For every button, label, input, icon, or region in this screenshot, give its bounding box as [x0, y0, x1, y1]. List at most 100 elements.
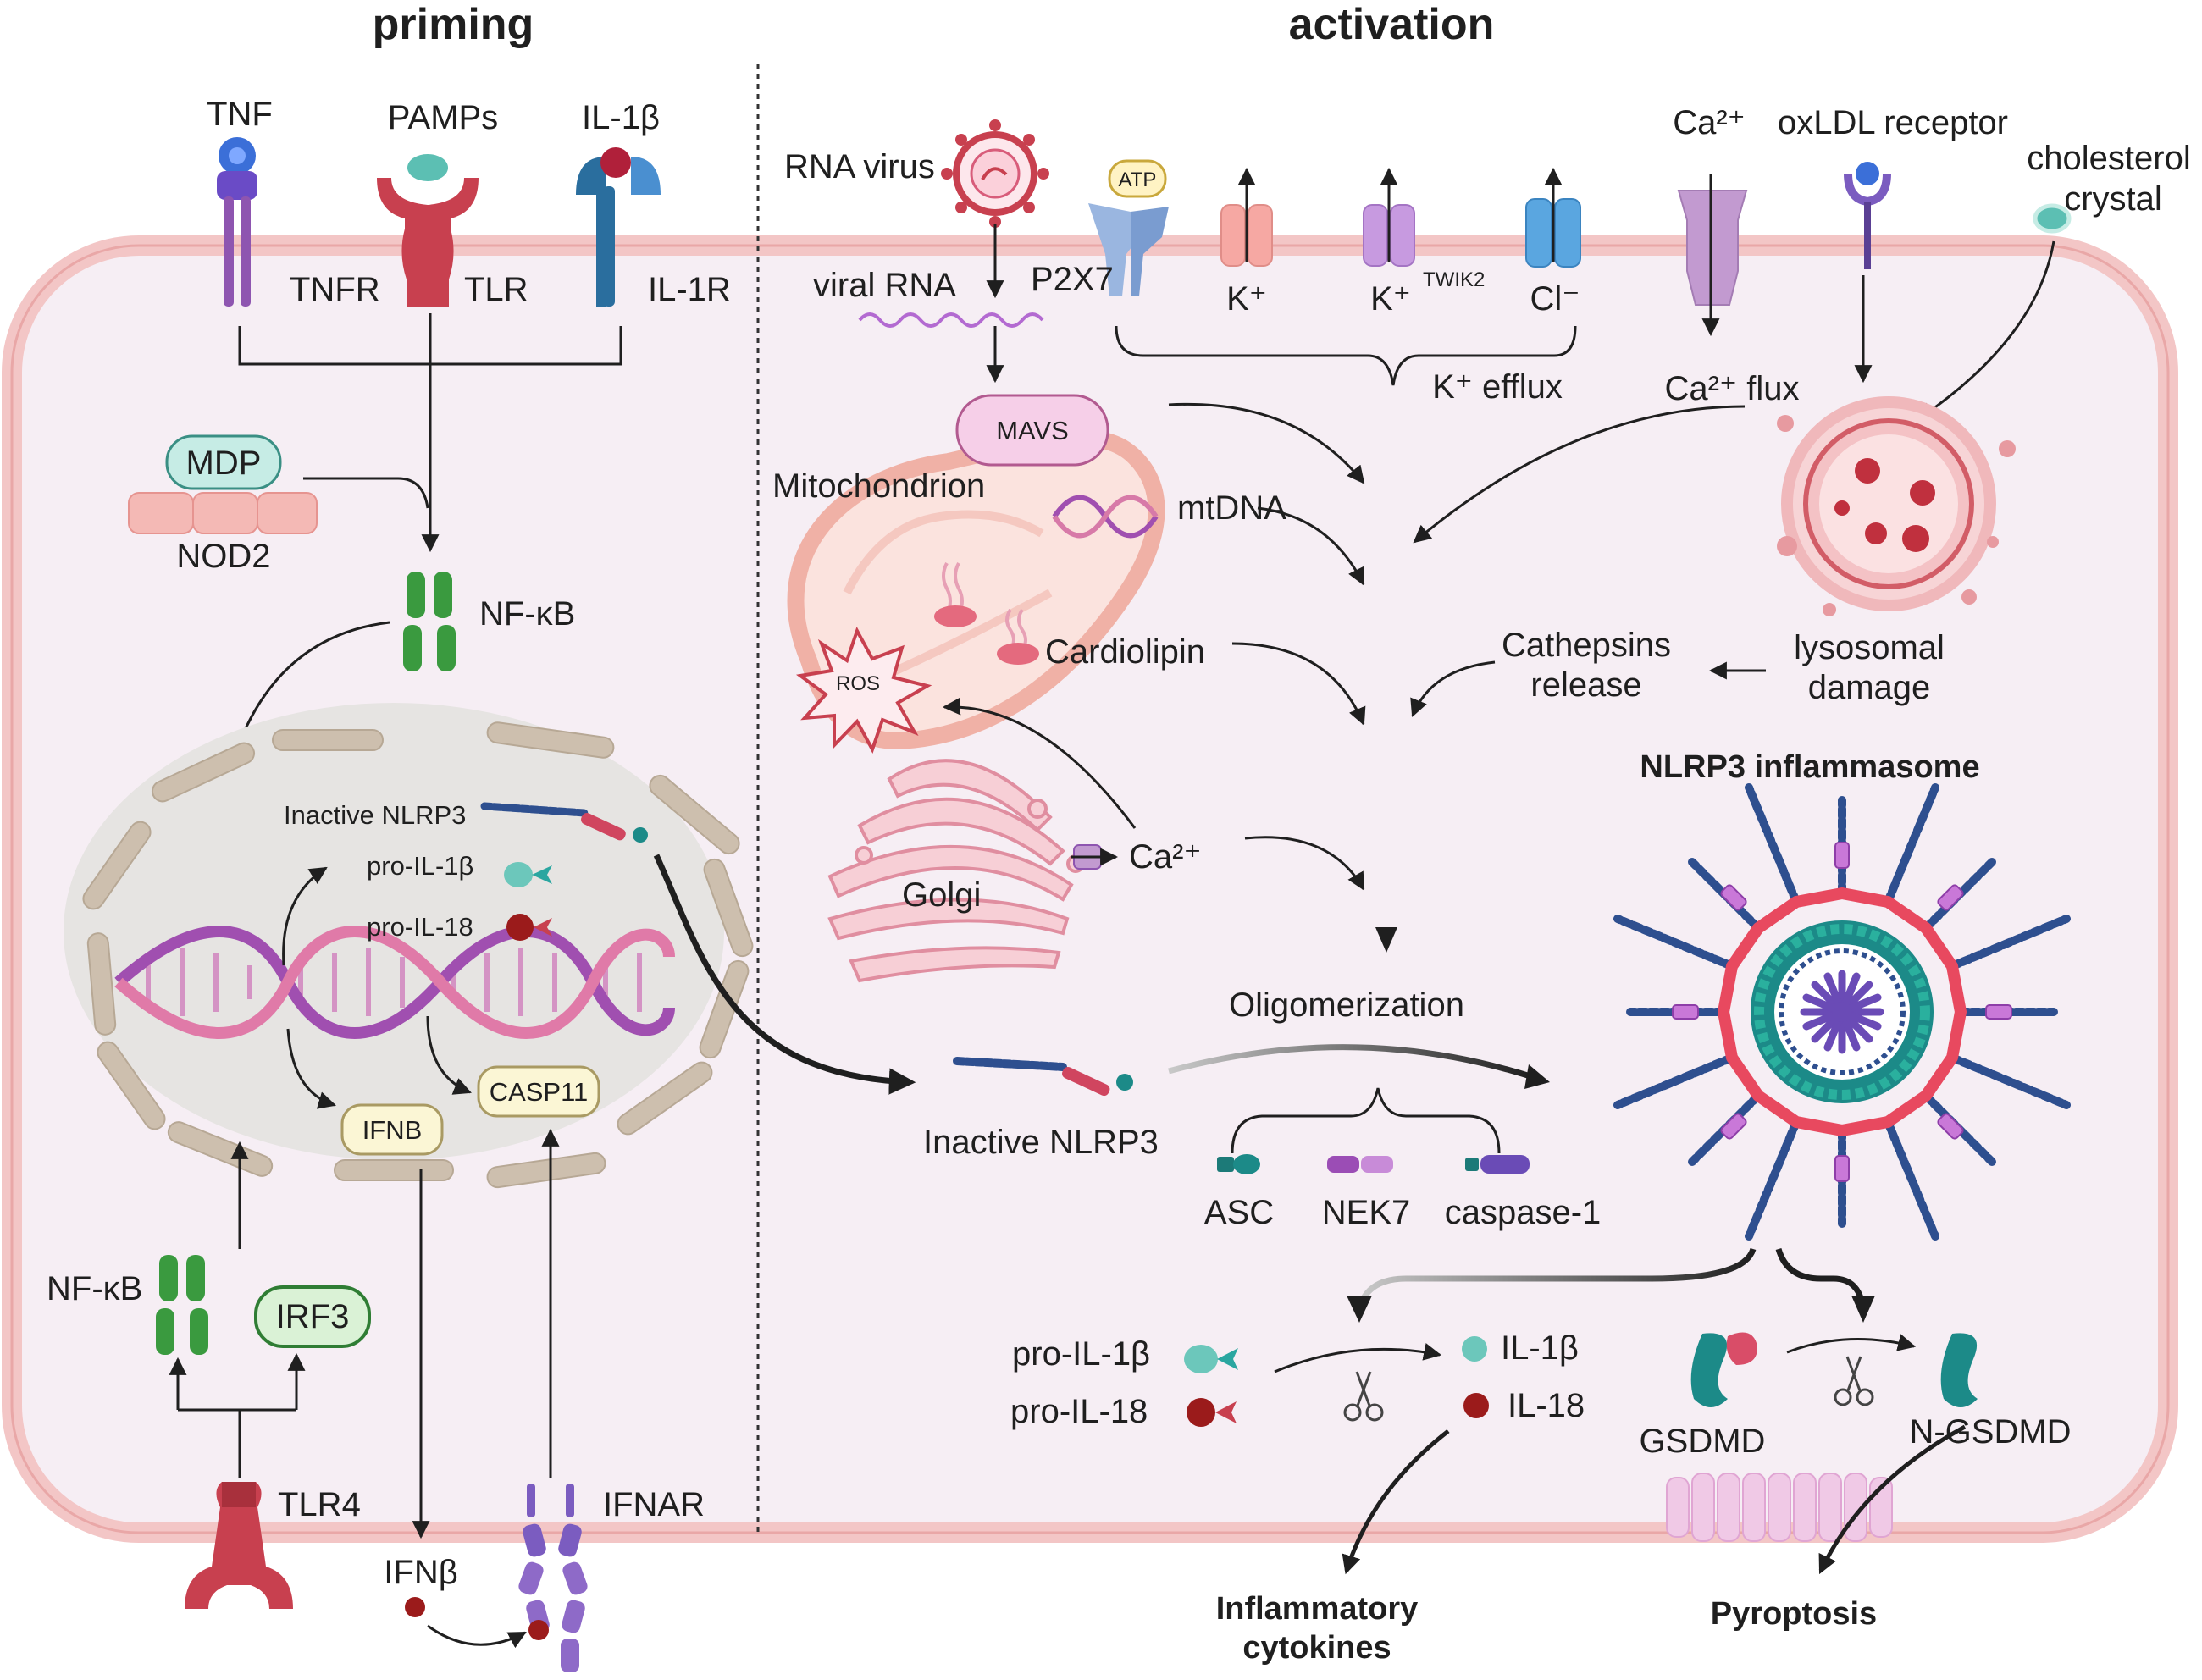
irf3-label: IRF3 [276, 1298, 350, 1335]
mavs-box [955, 394, 1109, 467]
ca-flux-label: Ca²⁺ flux [1665, 370, 1800, 407]
pro-il18-label: pro-IL-18 [1010, 1393, 1148, 1430]
nek7-protein [1327, 1156, 1393, 1173]
rna-virus-label: RNA virus [784, 148, 935, 185]
ros-burst [795, 627, 932, 754]
ca-top-label: Ca²⁺ [1673, 104, 1746, 141]
ifnb-bound-dot [528, 1620, 549, 1640]
ifnb-protein-dot [405, 1597, 425, 1617]
tnfr-label: TNFR [290, 271, 380, 308]
pyroptosis-label: Pyroptosis [1711, 1596, 1877, 1632]
ifnb-gene-box [340, 1103, 444, 1156]
rna-virus-icon [941, 119, 1049, 228]
atp-badge [1108, 159, 1167, 198]
nucleus-nlrp3-shape [480, 802, 648, 843]
gsdmd-branch-arrow [1775, 1247, 1867, 1309]
nod2-label: NOD2 [176, 538, 270, 575]
nlrp3-inflammasome-complex [1613, 783, 2071, 1241]
k-efflux-brace [1115, 325, 1577, 386]
nlrp3-inflammasome-label: NLRP3 inflammasome [1640, 749, 1979, 785]
k-channel-1 [1220, 204, 1273, 267]
asc-label: ASC [1204, 1194, 1274, 1231]
lysosome-damaged [1777, 396, 2016, 616]
cardiolipin-label: Cardiolipin [1045, 633, 1205, 671]
nek7-label: NEK7 [1322, 1194, 1411, 1231]
asc-protein [1217, 1154, 1260, 1174]
gsdmd-protein [1690, 1332, 1758, 1407]
irf3-box [254, 1285, 371, 1348]
casp11-box [477, 1065, 600, 1118]
cathepsins-label-1: Cathepsins [1502, 627, 1671, 664]
mitochondrion-label: Mitochondrion [772, 467, 985, 505]
golgi-ca-label: Ca²⁺ [1129, 838, 1202, 876]
ros-label: ROS [836, 672, 880, 695]
components-brace [1231, 1087, 1501, 1154]
k-plus-label-1: K⁺ [1226, 280, 1267, 318]
mdp-box [165, 434, 282, 490]
nfkb-protein-bottom [156, 1255, 208, 1355]
cardiolipin-shape-2 [997, 608, 1039, 665]
il1r-receptor [576, 147, 661, 307]
priming-heading: priming [373, 0, 534, 49]
inflammatory-label-1: Inflammatory [1216, 1591, 1419, 1627]
pro-il1b-protein [1184, 1345, 1260, 1373]
caspase1-label: caspase-1 [1445, 1194, 1602, 1231]
nucleus-inactive-nlrp3-label: Inactive NLRP3 [284, 800, 466, 830]
il1b-label: IL-1β [1501, 1329, 1579, 1367]
p2x7-label: P2X7 [1031, 261, 1114, 298]
k-plus-label-2: K⁺ [1370, 280, 1411, 318]
pro-il1b-shape-nucleus [504, 862, 573, 887]
il1b-dot [1462, 1336, 1487, 1362]
nfkb-label-top: NF-κB [479, 595, 575, 633]
activation-inactive-nlrp3-label: Inactive NLRP3 [923, 1124, 1159, 1161]
twik2-label: TWIK2 [1423, 268, 1485, 291]
viral-rna-label: viral RNA [813, 267, 956, 304]
il18-label: IL-18 [1508, 1387, 1585, 1424]
p2x7-receptor [1088, 203, 1169, 296]
nucleus-pro-il18-label: pro-IL-18 [367, 912, 473, 942]
lysosomal-label-2: damage [1808, 669, 1931, 706]
ifnar-label: IFNAR [603, 1486, 705, 1523]
nuclear-envelope [82, 721, 754, 1189]
cathepsins-label-2: release [1530, 666, 1641, 704]
casp11-label: CASP11 [490, 1077, 589, 1107]
activation-nlrp3-shape [953, 1057, 1133, 1097]
mtdna-helix [1052, 495, 1159, 539]
gsdmd-pore [1666, 1473, 1893, 1542]
atp-label: ATP [1119, 169, 1157, 191]
cl-minus-label: Cl⁻ [1530, 280, 1580, 318]
cholesterol-label-2: crystal [2064, 180, 2162, 218]
scissors-icon-gsdmd [1834, 1356, 1874, 1406]
tlr-receptor [377, 154, 479, 307]
mavs-label: MAVS [996, 416, 1069, 445]
pro-il1b-label: pro-IL-1β [1012, 1335, 1150, 1373]
nucleus [64, 703, 724, 1160]
calcium-channel [1677, 190, 1748, 306]
cholesterol-label-1: cholesterol [2027, 140, 2190, 177]
scissors-icon-cytokine [1343, 1371, 1384, 1422]
il1b-ligand-label: IL-1β [582, 99, 660, 136]
viral-rna-strand [858, 312, 1044, 328]
mtdna-label: mtDNA [1177, 489, 1286, 527]
ifnb-gene-label: IFNB [362, 1115, 423, 1145]
oligomerization-label: Oligomerization [1229, 986, 1464, 1024]
nucleus-pro-il1b-label: pro-IL-1β [367, 851, 473, 881]
k-efflux-label: K⁺ efflux [1432, 368, 1563, 406]
golgi-label: Golgi [902, 876, 981, 914]
tnf-label: TNF [207, 96, 273, 133]
nfkb-label-bottom: NF-κB [47, 1270, 142, 1307]
ifnar-receptor [518, 1484, 588, 1672]
twik2-channel [1363, 204, 1415, 267]
golgi-apparatus [827, 759, 1085, 983]
activation-heading: activation [1289, 0, 1495, 49]
nfkb-protein-top [403, 572, 456, 671]
oxldl-receptor [1844, 162, 1891, 269]
tlr-label: TLR [464, 271, 528, 308]
tlr4-receptor [185, 1482, 293, 1609]
cholesterol-crystal [2033, 203, 2072, 234]
nod2-protein [128, 492, 318, 534]
pamps-label: PAMPs [388, 99, 498, 136]
oxldl-receptor-label: oxLDL receptor [1778, 104, 2008, 141]
tnfr-receptor [217, 137, 257, 307]
